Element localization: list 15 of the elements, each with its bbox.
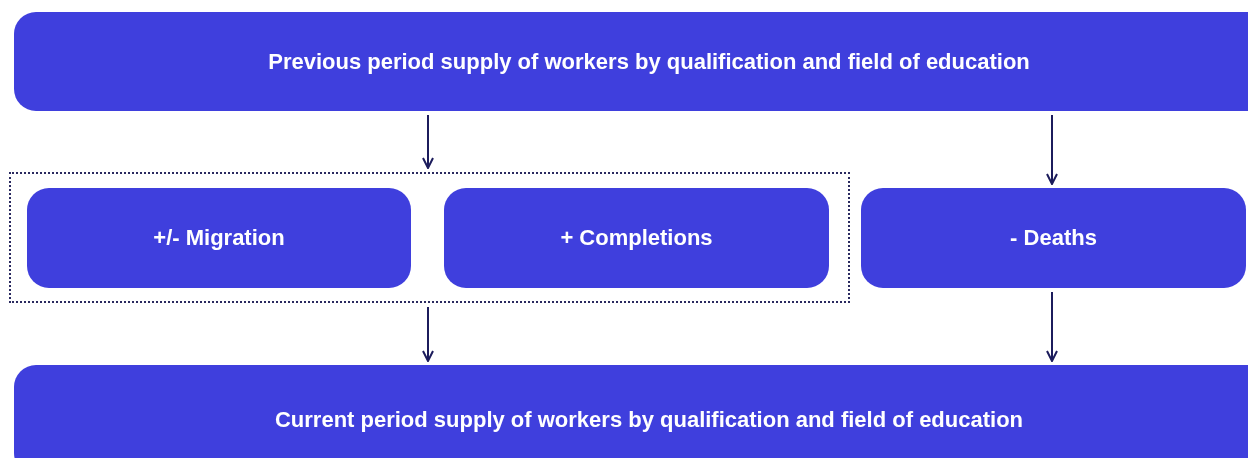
box-label: + Completions: [560, 225, 713, 251]
box-label: Previous period supply of workers by qualification and field of education: [268, 48, 1030, 75]
process-box: [14, 12, 1248, 111]
arrow: [422, 306, 434, 362]
arrow: [1046, 291, 1058, 362]
box-label: Current period supply of workers by qualification and field of education: [274, 407, 1024, 433]
arrow: [1046, 114, 1058, 185]
process-box: [861, 188, 1246, 288]
process-box: [444, 188, 829, 288]
box-label: +/- Migration: [153, 225, 285, 251]
process-box: [27, 188, 411, 288]
arrow: [422, 114, 434, 169]
process-box: [14, 365, 1248, 458]
dotted-group-box: [9, 172, 850, 303]
box-label: - Deaths: [1010, 225, 1097, 251]
